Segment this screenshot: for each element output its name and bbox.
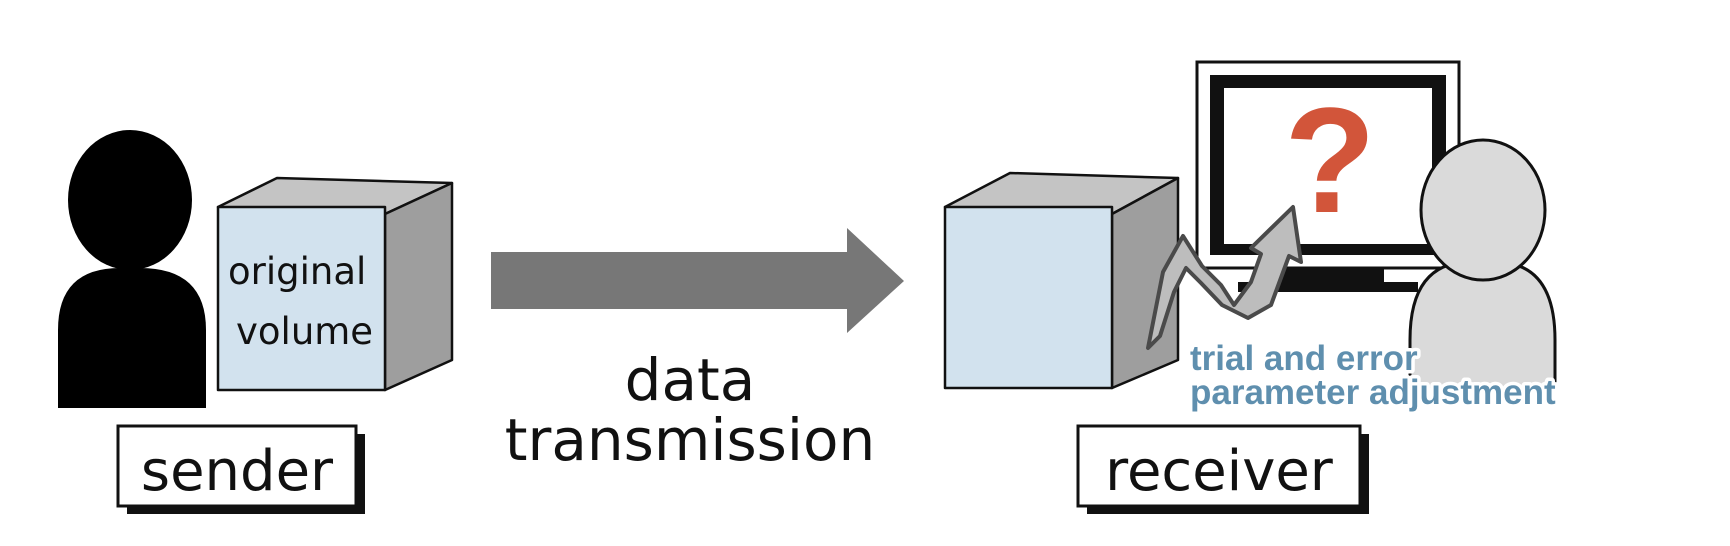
- receiver-label-box: [1076, 424, 1369, 514]
- volume-label-line2: volume: [236, 310, 373, 353]
- sender-person-icon: [58, 130, 206, 408]
- receiver-person-icon: [1408, 138, 1557, 388]
- transmission-label-line2: transmission: [505, 406, 876, 474]
- monitor-icon: [1195, 60, 1461, 292]
- receiver-label: receiver: [1105, 439, 1334, 504]
- sender-label-box: [116, 424, 365, 514]
- received-volume-cube-icon: [943, 171, 1180, 390]
- question-mark-icon: ?: [1284, 76, 1376, 244]
- zigzag-arrow-icon: [1146, 205, 1303, 350]
- adjustment-label-line1: trial and error: [1190, 339, 1418, 378]
- original-volume-cube-icon: [216, 176, 454, 392]
- arrow-right-icon: [491, 228, 904, 333]
- sender-label: sender: [141, 439, 334, 504]
- volume-label-line1: original: [228, 250, 366, 293]
- transmission-label-line1: data: [625, 346, 756, 414]
- adjustment-label-line2: parameter adjustment: [1190, 373, 1556, 412]
